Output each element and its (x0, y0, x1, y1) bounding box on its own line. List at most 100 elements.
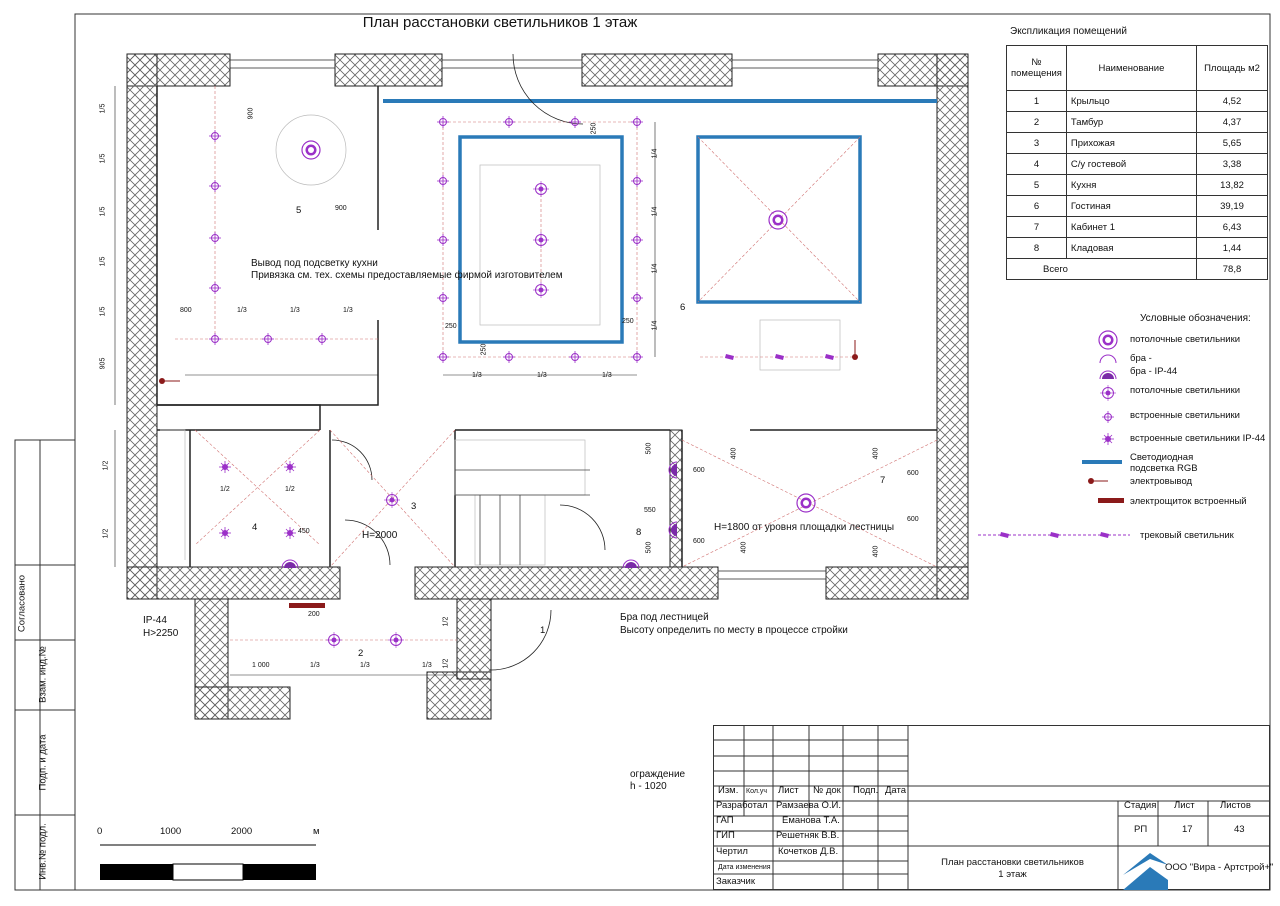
side-label: Согласовано (16, 574, 28, 633)
dim-label: 1/3 (422, 662, 432, 669)
cell: 4,37 (1196, 111, 1268, 133)
note-kitchen: Вывод под подсветку кухни (251, 258, 378, 269)
cell: Кабинет 1 (1065, 216, 1198, 238)
note-stairs-height: H=1800 от уровня площадки лестницы (714, 522, 895, 533)
cell: Прихожая (1065, 132, 1198, 154)
note-sconce: Бра под лестницей (620, 612, 709, 623)
dim-label: 800 (180, 307, 192, 314)
dim-label: 1/3 (290, 307, 300, 314)
recessed-light-ip44-icon (1101, 432, 1115, 446)
col-header: Наименование (1065, 45, 1198, 91)
dim-label: 1/5 (99, 256, 107, 267)
dim-label: 1/5 (99, 206, 107, 217)
stamp-role: ГИП (716, 830, 735, 841)
cell: 1 (1006, 90, 1067, 112)
panel-icon (1098, 498, 1124, 503)
dim-label: 400 (872, 447, 880, 460)
room-number: 2 (358, 648, 364, 659)
stage-label: Стадия (1124, 800, 1157, 811)
dim-label: 1/3 (602, 372, 612, 379)
cell: 5 (1006, 174, 1067, 196)
stamp-role: Дата изменения (718, 864, 771, 871)
table-header-row: № помещения Наименование Площадь м2 (1006, 45, 1268, 91)
stamp-header: № док (813, 785, 841, 796)
room-number: 6 (680, 302, 686, 313)
sheets-value: 43 (1234, 824, 1245, 835)
stamp-role: Чертил (716, 846, 748, 857)
cell: Тамбур (1065, 111, 1198, 133)
dim-label: 1/4 (651, 206, 659, 217)
scale-label: м (313, 826, 320, 837)
stamp-role: Заказчик (716, 876, 756, 887)
ceiling-light-large-icon (1098, 330, 1118, 350)
cell: 13,82 (1196, 174, 1268, 196)
scale-label: 0 (97, 826, 103, 837)
dim-label: 1/5 (99, 103, 107, 114)
stamp-header: Дата (885, 785, 907, 796)
drawing-title: План расстановки светильников 1 этаж (362, 14, 638, 31)
dim-label: 1/3 (310, 662, 320, 669)
note-fence-height: h - 1020 (630, 781, 667, 792)
sheets-label: Листов (1220, 800, 1251, 811)
dim-label: 600 (907, 516, 919, 523)
legend-label: Светодиодная подсветка RGB (1130, 452, 1198, 474)
dim-label: 1/2 (220, 486, 230, 493)
dim-label: 500 (645, 442, 653, 455)
dim-label: 900 (247, 107, 255, 120)
note-kitchen-ref: Привязка см. тех. схемы предоставляемые … (251, 270, 563, 281)
note-ip44: IP-44 (143, 615, 167, 626)
scale-label: 1000 (160, 826, 182, 837)
room-number: 1 (540, 625, 546, 636)
scale-label: 2000 (231, 826, 253, 837)
dim-label: 1/2 (285, 486, 295, 493)
dim-label: 1/5 (99, 306, 107, 317)
dim-label: 450 (298, 528, 310, 535)
dim-label: 1/5 (99, 153, 107, 164)
cell: Крыльцо (1065, 90, 1198, 112)
company-logo-icon (1123, 853, 1168, 890)
legend-label: потолочные светильники (1130, 385, 1241, 396)
note-h2000: H=2000 (362, 530, 398, 541)
dim-label: 1/3 (343, 307, 353, 314)
room-number: 3 (411, 501, 417, 512)
dim-label: 1/3 (472, 372, 482, 379)
cell: 5,65 (1196, 132, 1268, 154)
cell: 39,19 (1196, 195, 1268, 217)
room-number: 5 (296, 205, 302, 216)
power-outlet-icon (1088, 478, 1094, 484)
walls (126, 53, 969, 720)
explication-caption: Экспликация помещений (1010, 26, 1127, 37)
wall-sconce-ip44-icon (1099, 370, 1117, 380)
stamp-header: Лист (778, 785, 799, 796)
dim-label: 1/2 (442, 616, 450, 627)
company-name: ООО "Вира - Артстрой+" (1165, 862, 1274, 873)
col-header: № помещения (1006, 45, 1067, 91)
room-number: 4 (252, 522, 258, 533)
legend-label: встроенные светильники (1130, 410, 1240, 421)
dim-label: 1/3 (237, 307, 247, 314)
stamp-name: Кочетков Д.В. (778, 846, 839, 857)
dim-label: 600 (907, 470, 919, 477)
ceiling-light-small-icon (1099, 384, 1117, 402)
note-sconce-height: Высоту определить по месту в процессе ст… (620, 625, 848, 636)
cell: 6 (1006, 195, 1067, 217)
stamp-header: Подп. (853, 785, 879, 796)
cell: 1,44 (1196, 237, 1268, 259)
dim-label: 600 (693, 538, 705, 545)
stamp-header: Кол.уч (746, 788, 767, 795)
legend-caption: Условные обозначения: (1140, 313, 1251, 324)
dim-label: 1/2 (442, 658, 450, 669)
stamp-drawing-subtitle: 1 этаж (998, 869, 1027, 880)
dim-label: 1/2 (102, 528, 110, 539)
room-number: 7 (880, 475, 886, 486)
cell: 2 (1006, 111, 1067, 133)
dim-label: 600 (693, 467, 705, 474)
stamp-role: Разработал (716, 800, 768, 811)
